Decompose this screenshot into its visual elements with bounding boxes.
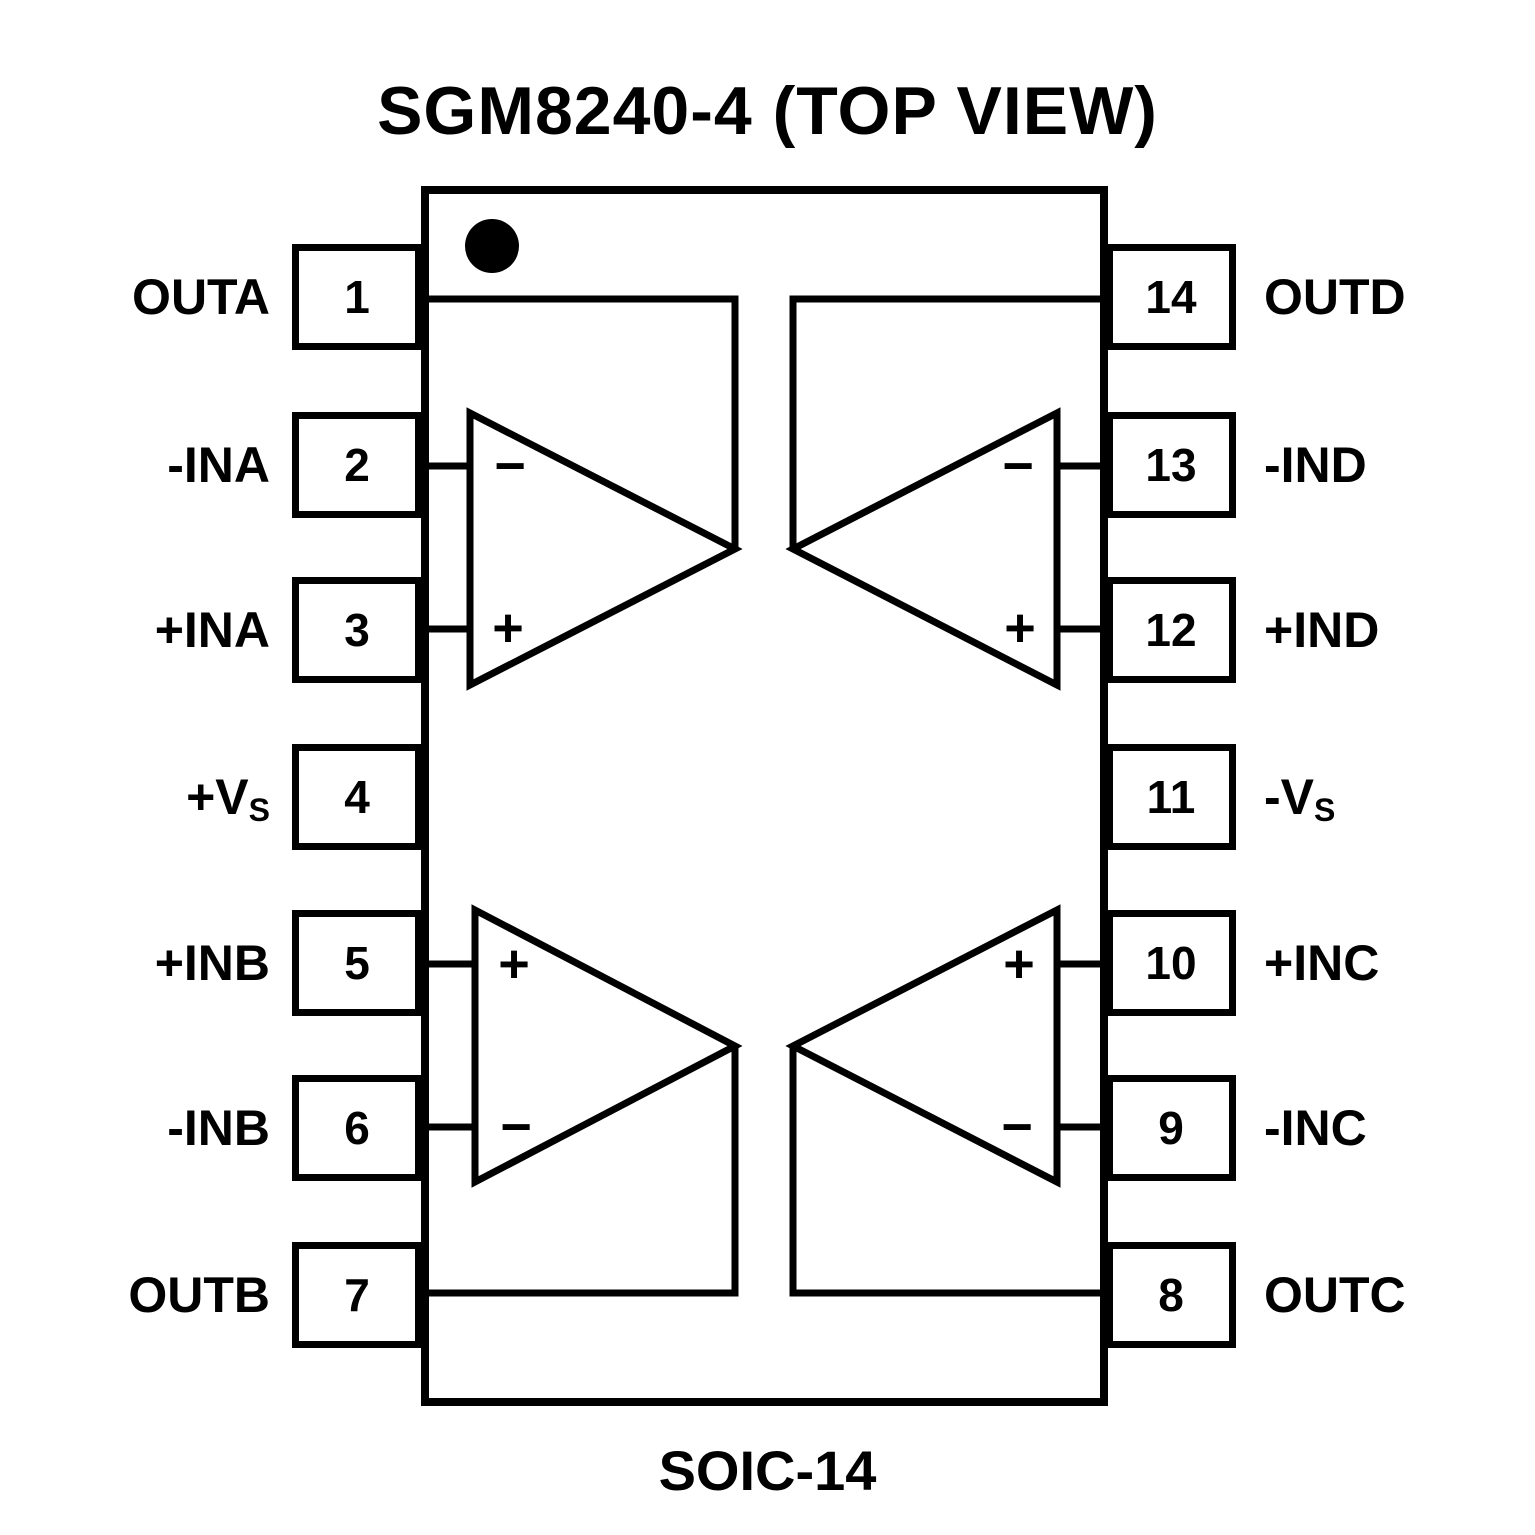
pin-5-label: +INB <box>154 935 270 991</box>
pin-6-number: 6 <box>344 1102 370 1154</box>
opamp-a-triangle <box>466 407 743 691</box>
opamp-c-plus-sign: + <box>1003 934 1035 994</box>
opamp-b-minus-sign: − <box>500 1097 532 1157</box>
pin-2-label: -INA <box>167 437 270 493</box>
pin-13-box: 13 <box>1106 412 1236 518</box>
pin-9-label: -INC <box>1264 1100 1367 1156</box>
pin-4-box: 4 <box>292 744 422 850</box>
pin-5-number: 5 <box>344 937 370 989</box>
pin-2-box: 2 <box>292 412 422 518</box>
pin-1-label: OUTA <box>132 269 270 325</box>
opamp-b-triangle <box>471 904 743 1188</box>
pin-8-label: OUTC <box>1264 1267 1406 1323</box>
ic-body-outline <box>421 186 1108 1406</box>
pin-9-number: 9 <box>1158 1102 1184 1154</box>
pin-11-box: 11 <box>1106 744 1236 850</box>
pin-9-box: 9 <box>1106 1075 1236 1181</box>
pin-6-box: 6 <box>292 1075 422 1181</box>
pin-7-label: OUTB <box>128 1267 270 1323</box>
pin1-indicator-dot <box>465 219 519 273</box>
package-label: SOIC-14 <box>658 1439 877 1502</box>
opamp-d-triangle <box>785 407 1061 691</box>
pin-1-number: 1 <box>344 271 370 323</box>
pin-10-label: +INC <box>1264 935 1380 991</box>
opamp-c-minus-sign: − <box>1001 1097 1033 1157</box>
pin-8-number: 8 <box>1158 1269 1184 1321</box>
pin-11-number: 11 <box>1146 771 1196 823</box>
pin-14-number: 14 <box>1145 271 1197 323</box>
pin-14-label: OUTD <box>1264 269 1406 325</box>
diagram-title: SGM8240-4 (TOP VIEW) <box>377 73 1158 149</box>
opamp-c-triangle <box>785 904 1061 1188</box>
pin-3-number: 3 <box>344 604 370 656</box>
pin-13-number: 13 <box>1145 439 1197 491</box>
pin-6-label: -INB <box>167 1100 270 1156</box>
pin-12-box: 12 <box>1106 577 1236 683</box>
pin-3-label: +INA <box>154 602 270 658</box>
opamp-a-minus-sign: − <box>494 436 526 496</box>
opamp-a-output-wire <box>425 295 739 549</box>
pin-14-box: 14 <box>1106 244 1236 350</box>
opamp-d-minus-sign: − <box>1002 436 1034 496</box>
pin-13-label: -IND <box>1264 437 1367 493</box>
opamp-d-plus-sign: + <box>1004 598 1036 658</box>
pin-2-number: 2 <box>344 439 370 491</box>
pin-8-box: 8 <box>1106 1242 1236 1348</box>
opamp-d-output-wire <box>789 295 1104 549</box>
opamp-a-plus-sign: + <box>492 598 524 658</box>
opamp-c-output-wire <box>789 1046 1104 1297</box>
pin-12-label: +IND <box>1264 602 1380 658</box>
pin-3-box: 3 <box>292 577 422 683</box>
pin-12-number: 12 <box>1145 604 1197 656</box>
opamp-b-output-wire <box>425 1046 739 1297</box>
pin-7-box: 7 <box>292 1242 422 1348</box>
opamp-b-plus-sign: + <box>498 934 530 994</box>
pin-5-box: 5 <box>292 910 422 1016</box>
pin-7-number: 7 <box>344 1269 370 1321</box>
pin-10-number: 10 <box>1145 937 1197 989</box>
pin-4-number: 4 <box>344 771 370 823</box>
pin-1-box: 1 <box>292 244 422 350</box>
pin-10-box: 10 <box>1106 910 1236 1016</box>
